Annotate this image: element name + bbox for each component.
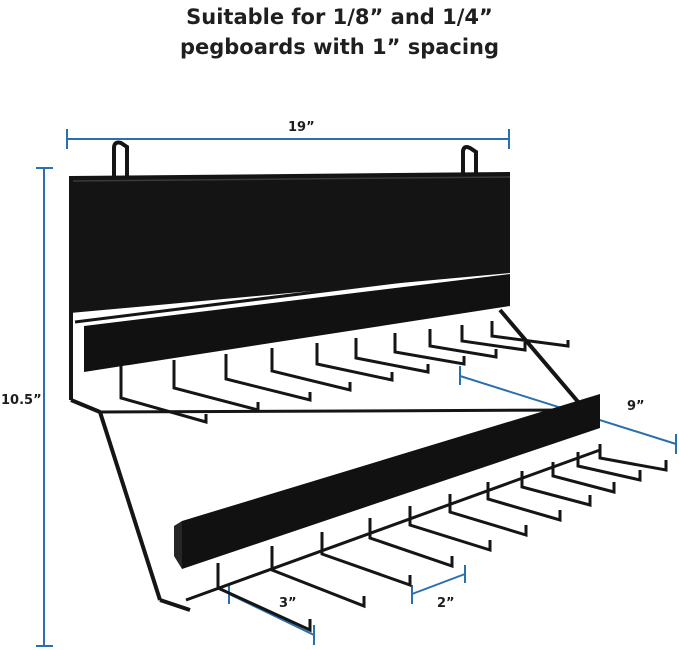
lower-hook — [520, 471, 592, 507]
upper-hook — [315, 343, 394, 382]
headline-line-2: pegboards with 1” spacing — [179, 35, 500, 59]
upper-shelf-panel — [84, 274, 510, 372]
lower-shelf-panel — [182, 394, 600, 569]
upper-hook — [224, 354, 312, 402]
lower-hook — [320, 532, 412, 588]
headline-line-1: Suitable for 1/8” and 1/4” — [186, 5, 493, 29]
width-label: 19” — [288, 120, 315, 135]
lower-hook — [270, 546, 366, 609]
headline: Suitable for 1/8” and 1/4” pegboards wit… — [0, 2, 679, 62]
upper-hook — [393, 333, 466, 366]
left-frame-foot — [70, 398, 101, 414]
upper-hook — [270, 348, 352, 392]
hook-spacing-label: 2” — [437, 596, 455, 611]
back-panel-rail — [69, 176, 511, 182]
right-frame-upper — [498, 308, 587, 412]
lower-hook — [486, 482, 562, 522]
lower-hooks — [216, 444, 668, 633]
lower-hook — [598, 444, 668, 472]
lower-shelf-wire — [185, 448, 601, 602]
upper-hook — [119, 366, 208, 424]
lower-hook — [216, 563, 312, 633]
lower-hook — [448, 494, 528, 538]
hook-spacing-dimension-line — [411, 573, 466, 595]
upper-hooks — [119, 321, 570, 424]
upper-hook — [460, 325, 527, 352]
lower-hook — [368, 518, 454, 569]
lower-frame-foot — [159, 598, 191, 612]
lower-frame-back-wire — [99, 408, 581, 414]
pegboard-hook-left — [112, 140, 129, 180]
hook-length-label: 3” — [279, 596, 297, 611]
lower-hook — [576, 452, 642, 482]
pegboard-rack — [69, 140, 668, 633]
upper-hook — [428, 329, 498, 359]
lower-frame-left-leg — [98, 411, 162, 601]
depth-label: 9” — [627, 399, 645, 414]
height-label: 10.5” — [1, 393, 42, 408]
upper-hook — [172, 360, 260, 412]
upper-hook — [490, 321, 570, 348]
lower-hook — [408, 506, 492, 553]
upper-hook — [354, 338, 430, 374]
back-panel — [70, 172, 510, 313]
pegboard-hook-right — [461, 145, 478, 177]
upper-shelf-wire — [74, 266, 509, 324]
lower-shelf-panel-edge — [174, 521, 182, 569]
lower-hook — [551, 462, 616, 494]
